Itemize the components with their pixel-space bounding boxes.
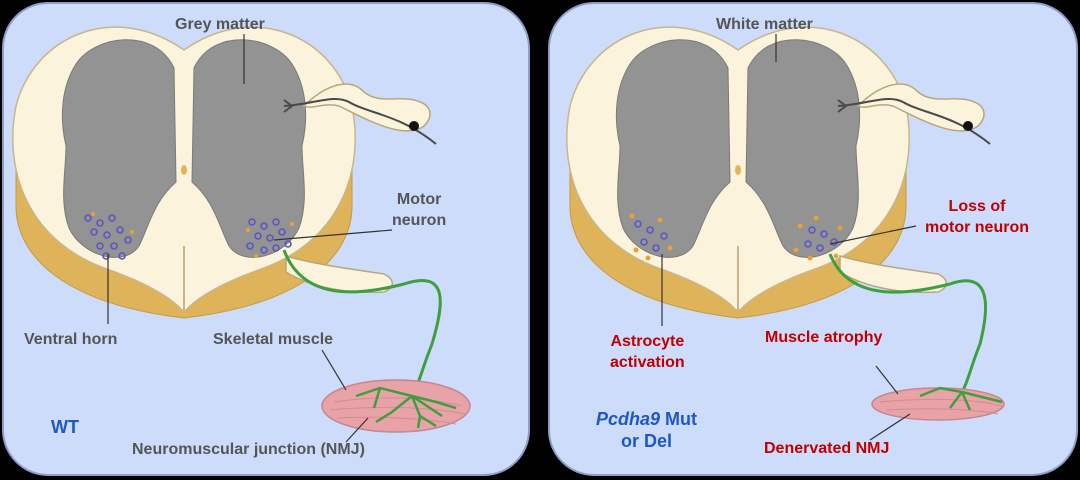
astrocyte-dots-ventral-right (629, 213, 673, 261)
motor-axon-left (282, 249, 442, 397)
label-denervated-nmj: Denervated NMJ (764, 440, 890, 457)
muscle-fibers-right (879, 398, 1003, 415)
motor-axon-right (828, 253, 987, 393)
label-motor-neuron: Motor neuron (392, 189, 446, 231)
neuron-cluster-motor-right (804, 226, 838, 252)
label-ventral-horn: Ventral horn (24, 331, 118, 348)
left-diagram (11, 26, 471, 443)
label-astro-line1: Astrocyte (610, 333, 685, 350)
label-astrocyte-activation: Astrocyte activation (610, 331, 685, 373)
label-muscle-atrophy: Muscle atrophy (765, 329, 883, 346)
label-gene-name: Pcdha9 (596, 409, 661, 429)
label-grey-matter: Grey matter (175, 16, 265, 33)
spinal-cord-right (565, 26, 985, 319)
label-motor-neuron-line1: Motor (396, 191, 442, 208)
label-genotype-wt: WT (51, 417, 79, 437)
leader-lines-left (107, 34, 393, 443)
label-or-del: or Del (621, 431, 673, 451)
label-astro-line2: activation (610, 354, 685, 371)
sensory-fiber-right (837, 98, 991, 145)
denervated-nmj-branches-right (919, 386, 1003, 411)
neuron-cluster-ventral-right (634, 220, 668, 252)
right-diagram (565, 26, 1005, 441)
ganglion-cell-left (409, 121, 419, 131)
label-mut: Mut (660, 409, 698, 429)
ganglion-cell-right (963, 121, 973, 131)
leader-lines-right (661, 34, 917, 441)
label-skeletal-muscle: Skeletal muscle (213, 331, 334, 348)
label-genotype-mutant: Pcdha9 Mut or Del (596, 408, 697, 452)
label-loss-line2: motor neuron (925, 219, 1029, 236)
panel-mutant: White matter Loss of motor neuron Astroc… (548, 2, 1078, 476)
atrophied-muscle-right (871, 387, 1005, 421)
sensory-fiber-left (283, 98, 437, 145)
astrocyte-dots-motor-right (793, 215, 843, 261)
label-motor-neuron-line2: neuron (392, 212, 447, 229)
label-loss-line1: Loss of (948, 198, 1006, 215)
synapse-marker-left (283, 99, 294, 113)
skeletal-muscle-left (321, 379, 471, 433)
label-nmj: Neuromuscular junction (NMJ) (132, 441, 365, 458)
neuron-cluster-motor-left (246, 218, 292, 254)
astrocyte-dots-left (91, 212, 294, 258)
nmj-branches-left (355, 386, 457, 429)
neuron-cluster-ventral-left (84, 214, 132, 260)
panel-wild-type: Grey matter Motor neuron Ventral horn Sk… (2, 2, 530, 476)
label-loss-of-motor-neuron: Loss of motor neuron (925, 196, 1029, 238)
label-white-matter: White matter (716, 16, 813, 33)
synapse-marker-right (837, 99, 848, 113)
spinal-cord-left (11, 26, 431, 319)
